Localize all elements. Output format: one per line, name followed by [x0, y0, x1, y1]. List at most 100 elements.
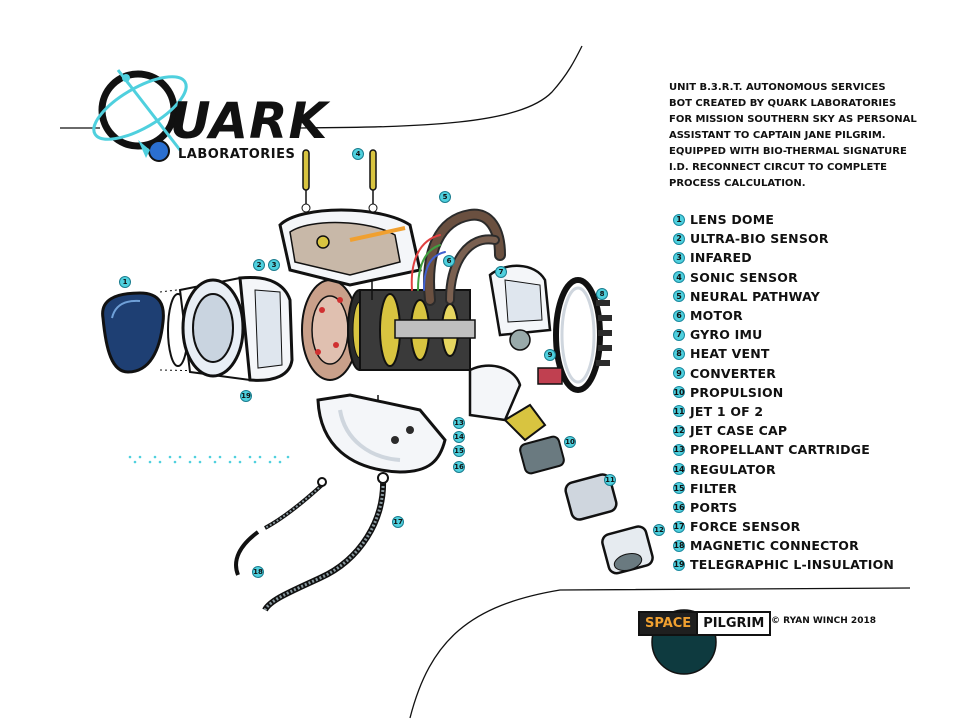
legend-number: 9	[673, 367, 685, 380]
legend-number: 3	[673, 251, 685, 264]
description-line: I.D. RECONNECT CIRCUT TO COMPLETE	[669, 162, 887, 173]
callout-5: 5	[439, 191, 451, 203]
logo-wordmark: UARK	[170, 92, 329, 150]
neural-tubes	[410, 208, 506, 306]
legend-label: NEURAL PATHWAY	[690, 288, 821, 304]
callout-14: 14	[453, 431, 465, 443]
legend-label: MAGNETIC CONNECTOR	[690, 538, 859, 554]
legend-number: 15	[673, 482, 685, 495]
heat-vent	[553, 277, 612, 393]
callout-7: 7	[495, 266, 507, 278]
logo-subtitle: LABORATORIES	[178, 147, 296, 162]
legend-number: 13	[673, 443, 685, 456]
lower-shell	[316, 393, 447, 474]
lens-dome	[101, 279, 261, 374]
callout-4: 4	[352, 148, 364, 160]
legend-number: 7	[673, 328, 685, 341]
description-line: FOR MISSION SOUTHERN SKY AS PERSONAL	[669, 114, 917, 125]
legend-label: INFARED	[690, 250, 752, 266]
legend-number: 6	[673, 309, 685, 322]
legend-label: TELEGRAPHIC L-INSULATION	[690, 557, 895, 573]
callout-1: 1	[119, 276, 131, 288]
legend-label: PROPULSION	[690, 384, 784, 400]
legend-item: 8 HEAT VENT	[673, 344, 973, 363]
brand-pilgrim: PILGRIM	[698, 611, 772, 636]
legend-number: 12	[673, 424, 685, 437]
brand-space: SPACE	[638, 611, 699, 636]
legend-item: 7 GYRO IMU	[673, 325, 973, 344]
legend-item: 3 INFARED	[673, 248, 973, 267]
legend-item: 4 SONIC SENSOR	[673, 268, 973, 287]
callout-10: 10	[564, 436, 576, 448]
legend-label: FORCE SENSOR	[690, 519, 801, 535]
callout-13: 13	[453, 417, 465, 429]
gyro-imu	[488, 264, 552, 351]
converter	[537, 367, 563, 385]
legend-label: JET CASE CAP	[690, 423, 788, 439]
legend-label: SONIC SENSOR	[690, 269, 798, 285]
legend-item: 5 NEURAL PATHWAY	[673, 287, 973, 306]
legend-number: 17	[673, 520, 685, 533]
legend-number: 1	[673, 213, 685, 226]
legend-label: LENS DOME	[690, 212, 775, 228]
legend-number: 5	[673, 290, 685, 303]
core-assembly	[359, 280, 476, 410]
callout-17: 17	[392, 516, 404, 528]
legend-number: 11	[673, 405, 685, 418]
legend-label: REGULATOR	[690, 461, 776, 477]
legend-number: 4	[673, 271, 685, 284]
legend-item: 11 JET 1 OF 2	[673, 402, 973, 421]
legend-number: 16	[673, 501, 685, 514]
callout-12: 12	[653, 524, 665, 536]
legend-item: 2 ULTRA-BIO SENSOR	[673, 229, 973, 248]
legend-label: FILTER	[690, 480, 737, 496]
copyright-credit: © RYAN WINCH 2018	[771, 616, 876, 626]
dot-pattern	[128, 455, 290, 464]
legend-item: 16 PORTS	[673, 498, 973, 517]
callout-15: 15	[453, 445, 465, 457]
legend-item: 6 MOTOR	[673, 306, 973, 325]
description-line: UNIT B.3.R.T. AUTONOMOUS SERVICES	[669, 82, 886, 93]
callout-9: 9	[544, 349, 556, 361]
description-line: ASSISTANT TO CAPTAIN JANE PILGRIM.	[669, 130, 886, 141]
top-shell	[278, 208, 422, 287]
legend-item: 1 LENS DOME	[673, 210, 973, 229]
quark-logo-emblem	[92, 69, 188, 162]
description-line: PROCESS CALCULATION.	[669, 178, 806, 189]
legend-number: 2	[673, 232, 685, 245]
legend-label: HEAT VENT	[690, 346, 770, 362]
description-line: BOT CREATED BY QUARK LABORATORIES	[669, 98, 897, 109]
legend-label: MOTOR	[690, 308, 743, 324]
callout-6: 6	[443, 255, 455, 267]
propulsion-jets	[468, 364, 654, 575]
legend-item: 17 FORCE SENSOR	[673, 517, 973, 536]
legend-item: 18 MAGNETIC CONNECTOR	[673, 536, 973, 555]
legend-label: ULTRA-BIO SENSOR	[690, 231, 829, 247]
callout-3: 3	[268, 259, 280, 271]
unit-description: UNIT B.3.R.T. AUTONOMOUS SERVICES BOT CR…	[669, 80, 969, 192]
callout-2: 2	[253, 259, 265, 271]
space-pilgrim-logo: SPACE PILGRIM	[638, 611, 772, 636]
legend-label: GYRO IMU	[690, 327, 763, 343]
front-housing	[178, 275, 294, 382]
legend-item: 14 REGULATOR	[673, 459, 973, 478]
cables	[234, 472, 389, 612]
callout-8: 8	[596, 288, 608, 300]
legend-number: 8	[673, 347, 685, 360]
legend-item: 12 JET CASE CAP	[673, 421, 973, 440]
description-line: EQUIPPED WITH BIO-THERMAL SIGNATURE	[669, 146, 907, 157]
sonic-sensors	[301, 149, 378, 213]
legend-number: 19	[673, 558, 685, 571]
legend-label: JET 1 OF 2	[690, 403, 764, 419]
callout-18: 18	[252, 566, 264, 578]
legend-number: 18	[673, 539, 685, 552]
legend-item: 15 FILTER	[673, 479, 973, 498]
callout-19: 19	[240, 390, 252, 402]
legend-number: 14	[673, 463, 685, 476]
legend-label: PORTS	[690, 499, 738, 515]
legend-number: 10	[673, 386, 685, 399]
